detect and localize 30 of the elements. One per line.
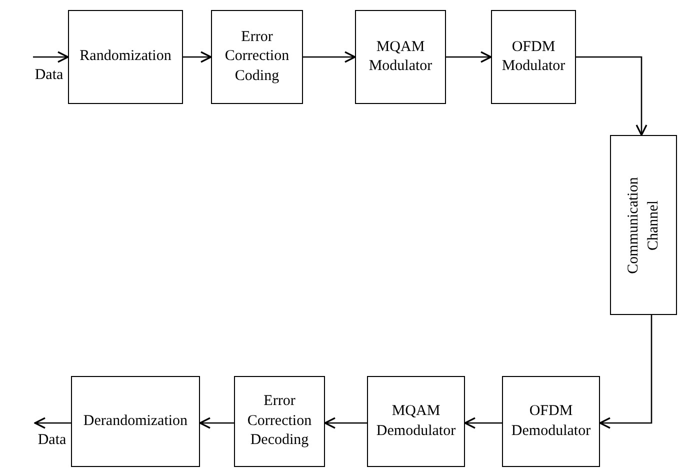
arrow — [303, 51, 356, 63]
block-label: MQAM Demodulator — [375, 402, 457, 440]
process-box — [367, 376, 465, 467]
block-label: Derandomization — [83, 412, 188, 431]
arrow — [446, 51, 492, 63]
arrow — [34, 417, 71, 429]
block-label: Communication Channel — [624, 176, 662, 276]
process-box — [71, 376, 200, 467]
arrow — [324, 417, 367, 429]
process-box — [502, 376, 600, 467]
block-label: OFDM Modulator — [500, 38, 566, 76]
block-label: Data — [38, 432, 66, 448]
block-label: Randomization — [80, 47, 172, 66]
arrow — [576, 56, 648, 136]
block-label: MQAM Modulator — [368, 38, 434, 76]
process-box — [610, 135, 677, 315]
block-label: Error Correction Coding — [224, 28, 290, 86]
block-label: Error Correction Decoding — [246, 392, 313, 450]
arrow — [33, 51, 69, 63]
block-label: Data — [34, 66, 64, 83]
process-box — [68, 10, 183, 104]
process-box — [491, 10, 576, 104]
process-box — [355, 10, 446, 104]
process-box — [211, 10, 303, 104]
block-label: OFDM Demodulator — [510, 402, 592, 440]
arrow — [464, 417, 502, 429]
process-box — [234, 376, 325, 467]
arrow — [199, 417, 234, 429]
arrow — [183, 51, 212, 63]
arrow — [599, 315, 652, 429]
